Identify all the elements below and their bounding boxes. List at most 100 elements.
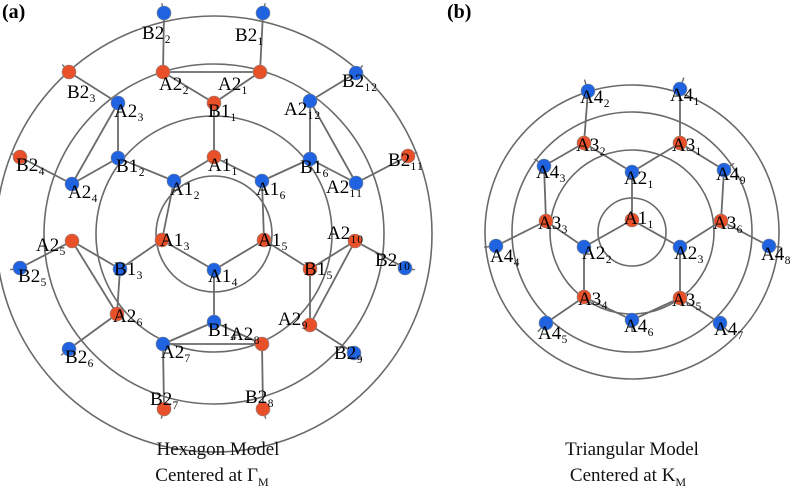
panel-a-label-index: 2₆ — [78, 347, 94, 368]
panel-a-label-index: 1₃ — [127, 259, 143, 280]
panel-b-label-index: 1₁ — [638, 208, 654, 229]
panel-a-site-b28 — [255, 401, 271, 417]
panel-b-bonds — [483, 77, 782, 333]
panel-a-site-b14 — [206, 314, 222, 330]
panel-b-label-index: 4₄ — [504, 246, 520, 267]
panel-b-bond — [583, 219, 633, 248]
panel-a-bond — [309, 158, 357, 184]
panel-a-site-b16 — [302, 151, 318, 167]
panel-b-label-index: 3₁ — [686, 135, 702, 156]
panel-a-label-a24: A2₄ — [68, 182, 98, 203]
panel-b-label-a41: A4₁ — [670, 85, 700, 106]
panel-a-bond — [263, 239, 311, 270]
panel-a-labels: A1₁A1₂A1₃A1₄A1₅A1₆B1₁B1₂B1₃B1₄B1₅B1₆A2₁A… — [16, 23, 423, 410]
panel-a-label-a26: A2₆ — [113, 306, 143, 327]
panel-a-label-b21: B2₁ — [235, 25, 264, 46]
panel-b-caption-sub: M — [675, 475, 686, 489]
panel-a-site-b27 — [156, 401, 172, 417]
panel-a-bond — [309, 100, 357, 184]
panel-a-bond — [309, 240, 356, 270]
panel-b-sites — [488, 81, 777, 331]
panel-a-bond — [354, 240, 406, 269]
panel-a-label-b22: B2₂ — [142, 23, 171, 44]
panel-b-bond — [679, 142, 725, 171]
panel-a-label-index: 2₁₂ — [298, 99, 321, 120]
panel-a-site-a29 — [302, 317, 318, 333]
panel-a-site-b29 — [346, 345, 362, 361]
panel-a-label-index: 1₁ — [221, 101, 237, 122]
panel-a-bond — [213, 156, 263, 182]
panel-a-label-index: 2₁₂ — [355, 71, 378, 92]
panel-b-circles — [484, 84, 780, 380]
panel-b-label-a49: A4₉ — [716, 164, 746, 185]
panel-b-site-a32 — [576, 135, 592, 151]
panel-a-label-a28: A2₈ — [230, 324, 260, 345]
panel-a-label-b16: B1₆ — [300, 157, 329, 178]
panel-b-label-a47: A4₇ — [714, 319, 744, 340]
panel-a-label-index: 1₂ — [129, 156, 145, 177]
panel-a-label-index: 2₁ — [248, 25, 264, 46]
panel-a-bond — [71, 240, 121, 270]
panel-b-bond — [720, 169, 725, 222]
panel-b-label-a45: A4₅ — [538, 323, 568, 344]
panel-b-label-a34: A3₄ — [578, 289, 608, 310]
panel-b-bond — [545, 296, 585, 324]
panel-a-bond — [161, 239, 215, 271]
panel-a-site-b23 — [61, 64, 77, 80]
panel-a-site-b26 — [61, 341, 77, 357]
panel-b-caption-line1: Triangular Model — [565, 439, 699, 460]
panel-a-site-a28 — [254, 336, 270, 352]
panel-b-label-index: 4₈ — [775, 244, 791, 265]
panel-a-site-a24 — [64, 176, 80, 192]
panel-a-label-b11: B1₁ — [208, 101, 237, 122]
panel-b-label-a23: A2₃ — [674, 243, 704, 264]
panel-a-label-b15: B1₅ — [304, 259, 333, 280]
panel-a-label-index: 2₁₁ — [340, 177, 363, 198]
panel-b-bond — [631, 297, 681, 321]
panel-a-label-a27: A2₇ — [161, 342, 191, 363]
panel-a-site-a21 — [252, 64, 268, 80]
panel-a-label-a22: A2₂ — [159, 74, 189, 95]
panel-a-caption-line1: Hexagon Model — [157, 439, 280, 460]
panel-a-label-index: 2₁₀ — [388, 250, 411, 271]
panel-a-bond — [213, 321, 263, 345]
panel-a-label-b24: B2₄ — [16, 155, 45, 176]
panel-a-label-a23: A2₃ — [114, 101, 144, 122]
panel-a-site-a26 — [109, 306, 125, 322]
panel-a-label-a11: A1₁ — [208, 155, 238, 176]
panel-a-label-index: 2₅ — [50, 235, 66, 256]
panel-a-site-b15 — [302, 261, 318, 277]
panel-b-bond — [720, 220, 770, 247]
panel-b-site-a45 — [538, 315, 554, 331]
panel-b-tag: (b) — [447, 1, 471, 23]
panel-a-label-index: 2₈ — [244, 324, 260, 345]
panel-a-label-b26: B2₆ — [65, 347, 94, 368]
panel-a-ring-3 — [43, 63, 385, 405]
panel-a-label-b14: B1₄ — [208, 320, 237, 341]
panel-b-label-index: 3₄ — [592, 289, 608, 310]
panel-b-site-a41 — [672, 81, 688, 97]
panel-a-site-a23 — [110, 95, 126, 111]
panel-a-label-index: 1₄ — [222, 266, 238, 287]
panel-a-bond — [162, 343, 165, 410]
panel-b-label-index: 2₃ — [688, 243, 704, 264]
panel-a-bond — [116, 268, 121, 315]
panel-a-label-index: 2₉ — [292, 309, 308, 330]
panel-b-label-a46: A4₆ — [624, 316, 654, 337]
panel-a-site-b12 — [110, 150, 126, 166]
panel-a-site-b21 — [255, 5, 271, 21]
panel-a-label-index: 1₅ — [317, 259, 333, 280]
panel-a-label-b211: B2₁₁ — [388, 150, 423, 171]
panel-a-site-a22 — [155, 64, 171, 80]
panel-b-bond — [679, 297, 721, 324]
panel-a-site-b11 — [206, 95, 222, 111]
panel-a-label-index: 2₄ — [82, 182, 98, 203]
panel-a-site-b24 — [12, 149, 28, 165]
panel-a-label-b27: B2₇ — [150, 389, 179, 410]
panel-a-bond — [68, 313, 118, 350]
panel-b-label-a44: A4₄ — [490, 246, 520, 267]
panel-b-label-a31: A3₁ — [672, 135, 702, 156]
panel-b-label-a11: A1₁ — [624, 208, 654, 229]
panel-b-label-a36: A3₆ — [713, 213, 743, 234]
panel-a-label-b23: B2₃ — [67, 82, 96, 103]
